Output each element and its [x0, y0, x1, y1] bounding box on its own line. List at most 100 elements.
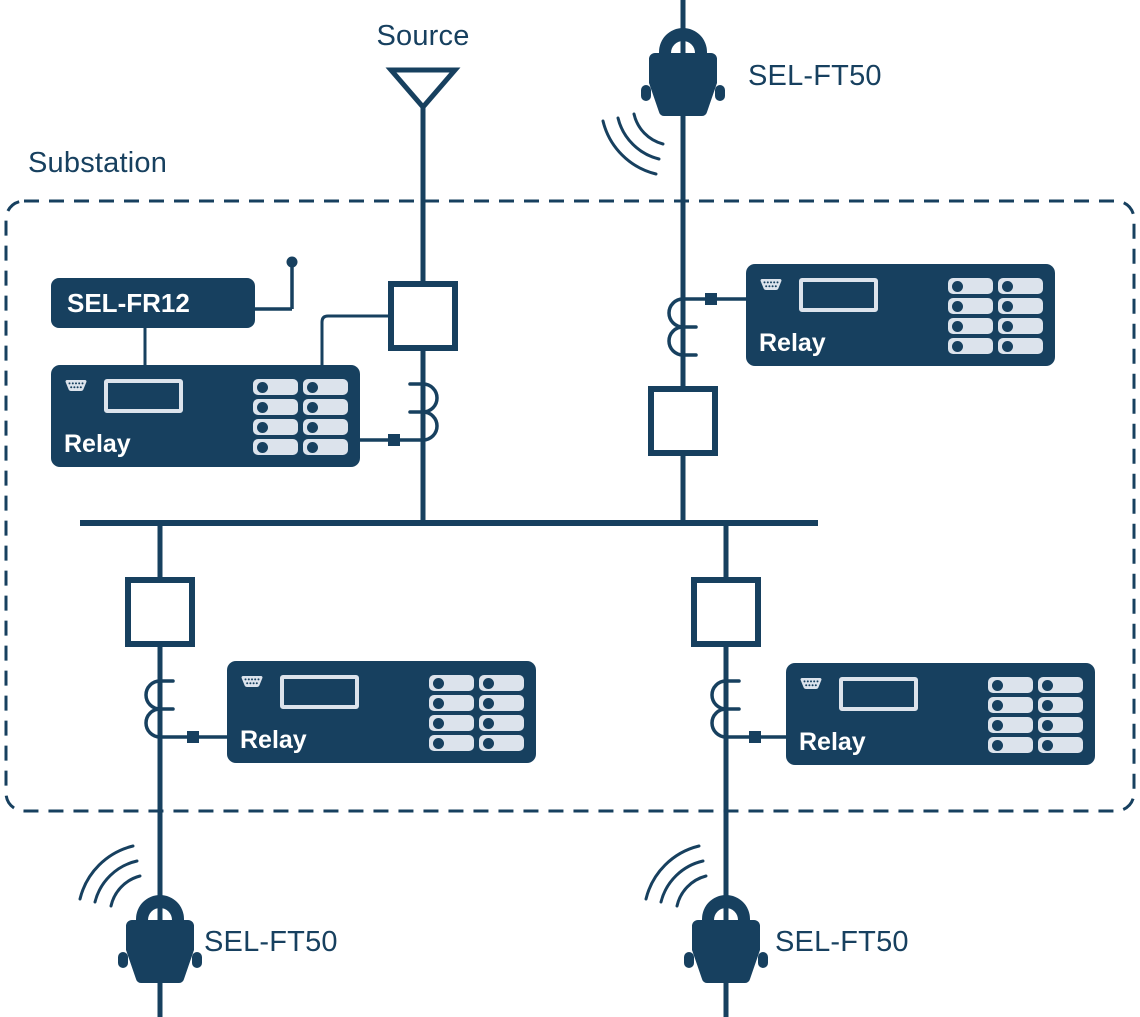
- terminal-led-icon: [483, 737, 494, 749]
- terminal-block-icon: [988, 677, 1033, 693]
- terminal-block-icon: [988, 737, 1033, 753]
- serial-port-icon: [241, 676, 263, 687]
- terminal-led-icon: [1042, 699, 1053, 711]
- antenna-icon: [255, 256, 298, 311]
- serial-port-icon: [800, 678, 822, 689]
- terminal-led-icon: [1042, 719, 1053, 731]
- wireless-signal-icon: [601, 112, 665, 176]
- ft50-label-top: SEL-FT50: [748, 60, 882, 92]
- terminal-block-icon: [253, 419, 298, 435]
- terminal-led-icon: [992, 679, 1003, 691]
- display-screen: [104, 379, 183, 413]
- ct-coil-icon: [358, 382, 439, 442]
- terminal-led-icon: [952, 300, 963, 312]
- relay-device: Relay: [746, 264, 1055, 366]
- terminal-block-icon: [998, 278, 1043, 294]
- terminal-block-icon: [429, 715, 474, 731]
- terminal-block-icon: [1038, 717, 1083, 733]
- terminal-block-icon: [303, 419, 348, 435]
- connection-node-icon: [187, 293, 761, 743]
- terminal-led-icon: [952, 320, 963, 332]
- breaker-square-icon: [691, 577, 761, 647]
- relay-label: Relay: [240, 726, 307, 754]
- terminal-led-icon: [992, 739, 1003, 751]
- terminal-block-icon: [429, 735, 474, 751]
- relay-breaker-wire: [320, 314, 391, 365]
- terminal-led-icon: [307, 421, 318, 433]
- breaker-square-icon: [125, 577, 195, 647]
- terminal-bank: [988, 677, 1083, 753]
- terminal-led-icon: [257, 401, 268, 413]
- terminal-led-icon: [1002, 320, 1013, 332]
- terminal-block-icon: [998, 298, 1043, 314]
- terminal-block-icon: [948, 338, 993, 354]
- breaker-square-icon: [388, 281, 458, 351]
- terminal-led-icon: [257, 441, 268, 453]
- serial-port-icon: [760, 279, 782, 290]
- terminal-led-icon: [1002, 340, 1013, 352]
- terminal-block-icon: [253, 439, 298, 455]
- terminal-led-icon: [307, 441, 318, 453]
- terminal-led-icon: [433, 737, 444, 749]
- terminal-led-icon: [952, 280, 963, 292]
- terminal-led-icon: [433, 677, 444, 689]
- terminal-bank: [948, 278, 1043, 354]
- relay-label: Relay: [64, 430, 131, 458]
- terminal-block-icon: [479, 695, 524, 711]
- display-screen: [839, 677, 918, 711]
- relay-device: Relay: [227, 661, 536, 763]
- terminal-block-icon: [988, 697, 1033, 713]
- terminal-block-icon: [429, 695, 474, 711]
- terminal-led-icon: [483, 677, 494, 689]
- terminal-block-icon: [948, 318, 993, 334]
- terminal-block-icon: [303, 439, 348, 455]
- terminal-led-icon: [433, 717, 444, 729]
- terminal-block-icon: [998, 338, 1043, 354]
- ct-coil-icon: [710, 679, 788, 739]
- terminal-led-icon: [1042, 739, 1053, 751]
- terminal-block-icon: [303, 399, 348, 415]
- terminal-led-icon: [1002, 280, 1013, 292]
- terminal-led-icon: [307, 381, 318, 393]
- substation-boundary: [4, 199, 1136, 813]
- terminal-block-icon: [479, 715, 524, 731]
- terminal-block-icon: [1038, 697, 1083, 713]
- display-screen: [799, 278, 878, 312]
- terminal-block-icon: [253, 399, 298, 415]
- terminal-block-icon: [429, 675, 474, 691]
- relay-device: Relay: [786, 663, 1095, 765]
- terminal-led-icon: [1042, 679, 1053, 691]
- wireless-signal-icon: [644, 844, 708, 908]
- terminal-block-icon: [479, 735, 524, 751]
- terminal-block-icon: [998, 318, 1043, 334]
- terminal-bank: [429, 675, 524, 751]
- terminal-block-icon: [1038, 737, 1083, 753]
- terminal-led-icon: [483, 697, 494, 709]
- fr12-device: SEL-FR12: [51, 278, 255, 328]
- ft50-label-bottom-right: SEL-FT50: [775, 926, 909, 958]
- source-label: Source: [376, 20, 470, 52]
- terminal-led-icon: [257, 381, 268, 393]
- terminal-led-icon: [483, 717, 494, 729]
- breaker-square-icon: [648, 386, 718, 456]
- source-triangle-icon: [385, 67, 461, 111]
- terminal-block-icon: [1038, 677, 1083, 693]
- terminal-led-icon: [433, 697, 444, 709]
- wireless-signal-icon: [78, 844, 142, 908]
- terminal-led-icon: [307, 401, 318, 413]
- ft50-label-bottom-left: SEL-FT50: [204, 926, 338, 958]
- terminal-bank: [253, 379, 348, 455]
- terminal-led-icon: [952, 340, 963, 352]
- terminal-block-icon: [303, 379, 348, 395]
- terminal-led-icon: [992, 719, 1003, 731]
- relay-label: Relay: [759, 329, 826, 357]
- relay-label: Relay: [799, 728, 866, 756]
- serial-port-icon: [65, 380, 87, 391]
- terminal-block-icon: [948, 298, 993, 314]
- relay-device: Relay: [51, 365, 360, 467]
- terminal-led-icon: [1002, 300, 1013, 312]
- terminal-block-icon: [479, 675, 524, 691]
- terminal-led-icon: [992, 699, 1003, 711]
